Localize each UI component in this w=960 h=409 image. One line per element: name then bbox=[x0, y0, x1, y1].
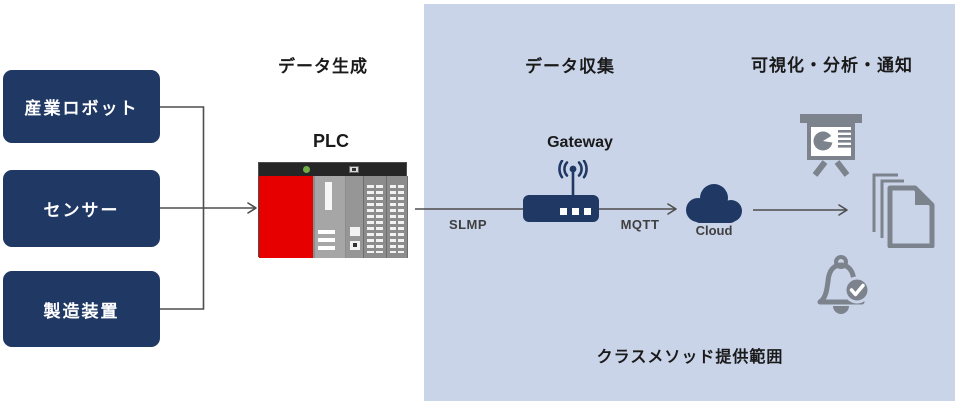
cloud-icon bbox=[686, 184, 742, 223]
cloud-label: Cloud bbox=[695, 223, 733, 238]
classmethod-scope-label: クラスメソッド提供範囲 bbox=[596, 349, 784, 366]
plc-label: PLC bbox=[313, 131, 349, 151]
documents-icon bbox=[872, 173, 935, 248]
plc-port bbox=[349, 166, 359, 173]
protocol-label-mqtt: MQTT bbox=[620, 217, 660, 232]
source-box-label: センサー bbox=[43, 201, 120, 220]
plc-device-icon bbox=[258, 162, 408, 258]
plc-cpu-module bbox=[315, 176, 346, 258]
wifi-signal-icon bbox=[558, 160, 588, 179]
plc-vent-module bbox=[364, 176, 387, 258]
plc-top-rail bbox=[259, 163, 406, 176]
notification-bell-check-icon bbox=[817, 255, 871, 314]
protocol-label-slmp: SLMP bbox=[448, 217, 488, 232]
gateway-label: Gateway bbox=[547, 134, 613, 151]
plc-power-module bbox=[259, 176, 315, 258]
presentation-chart-icon bbox=[800, 114, 862, 177]
section-label-data-collection: データ収集 bbox=[525, 57, 615, 76]
source-box-industrial-robot: 産業ロボット bbox=[3, 70, 160, 143]
plc-status-led bbox=[303, 166, 310, 173]
gateway-router-icon bbox=[523, 160, 599, 222]
section-label-visualization-analysis-notification: 可視化・分析・通知 bbox=[751, 56, 913, 75]
source-box-manufacturing-equipment: 製造装置 bbox=[3, 271, 160, 347]
plc-vent-module bbox=[387, 176, 408, 258]
plc-cpu-slot bbox=[325, 182, 332, 210]
source-box-label: 産業ロボット bbox=[24, 99, 139, 118]
source-box-sensor: センサー bbox=[3, 170, 160, 247]
section-label-data-generation: データ生成 bbox=[278, 57, 368, 76]
source-box-label: 製造装置 bbox=[43, 301, 120, 321]
plc-io-module bbox=[346, 176, 364, 258]
